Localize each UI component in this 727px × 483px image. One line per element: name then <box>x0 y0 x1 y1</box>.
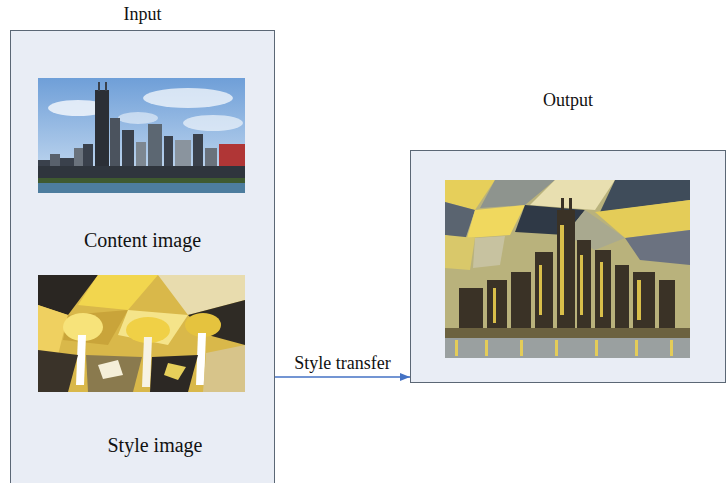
panel-box: Output <box>410 150 726 383</box>
panel-fill <box>10 30 275 483</box>
edge-label: Style transfer <box>292 352 392 374</box>
output-image <box>445 180 690 358</box>
panel-box: Input <box>10 30 275 483</box>
arrow-connector <box>275 376 410 377</box>
content-image <box>38 78 245 193</box>
panel-title: Input <box>11 3 274 25</box>
panel-title: Output <box>411 89 725 111</box>
panel-fill <box>410 150 726 383</box>
style-image <box>38 275 245 392</box>
image-caption: Style image <box>50 433 260 457</box>
image-caption: Content image <box>30 228 255 252</box>
